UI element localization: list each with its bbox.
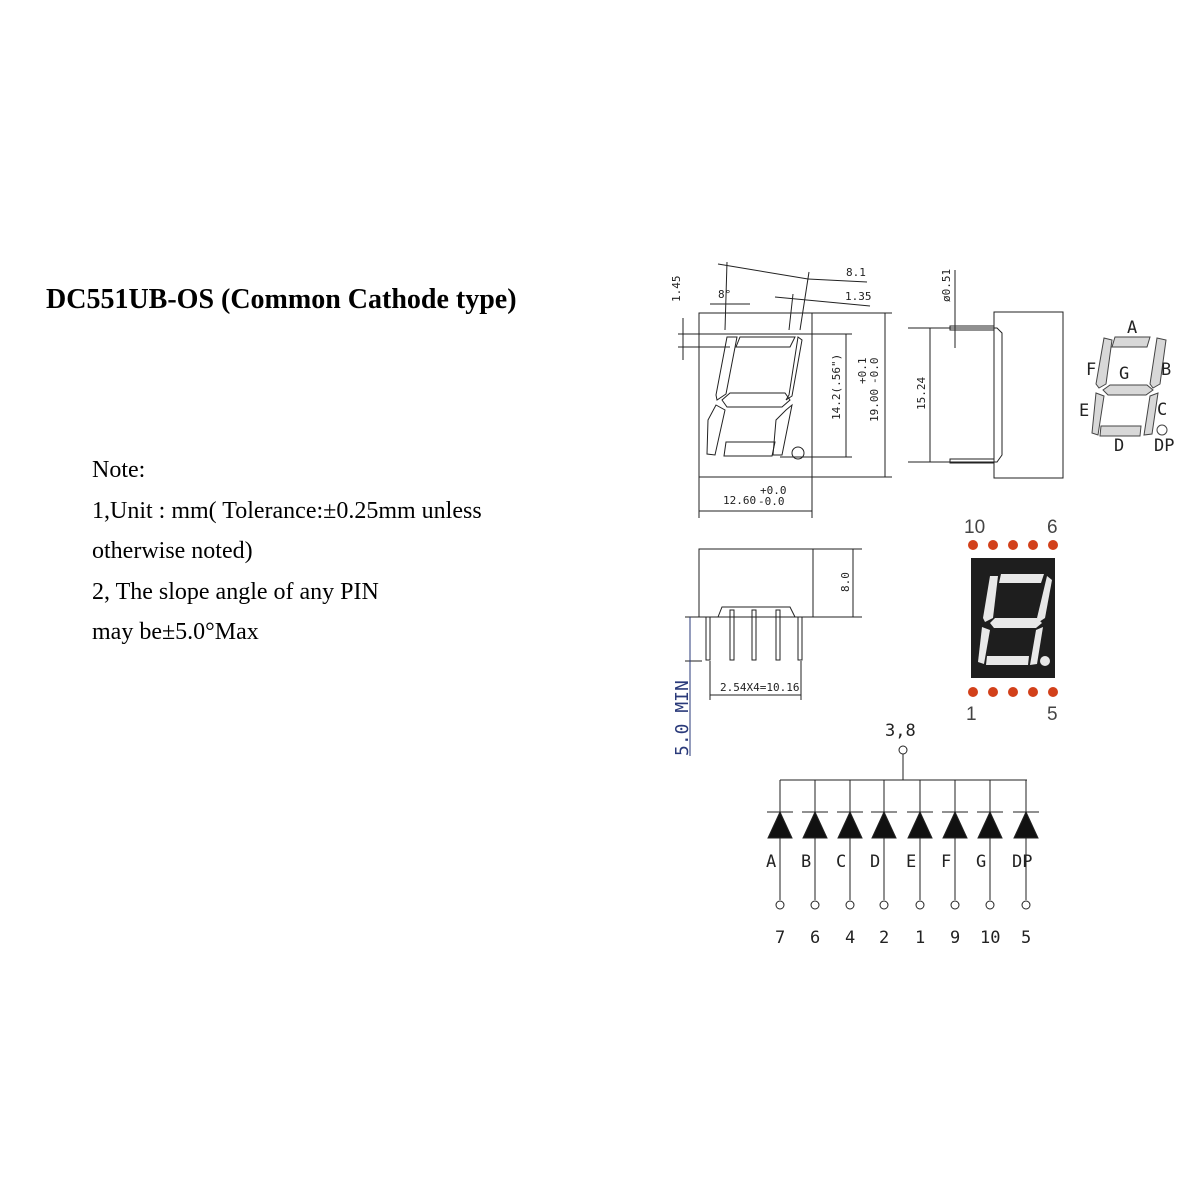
dim-width-tol-plus: +0.0 [760,484,787,497]
side-view: 15.24 ø0.51 [908,269,1064,479]
page-title: DC551UB-OS (Common Cathode type) [46,284,517,315]
seg-label-dp: DP [1154,436,1174,456]
seg-label-g: G [1119,364,1129,384]
pin-number: 7 [775,928,785,948]
diode-g: G 10 [976,780,1003,948]
note-line: 1,Unit : mm( Tolerance:±0.25mm unless [92,497,482,524]
pin-number: 2 [879,928,889,948]
dim-width: 12.60 [723,494,756,507]
segment-label: C [836,852,846,872]
pin-number: 4 [845,928,855,948]
seg-label-d: D [1114,436,1124,456]
seg-label-e: E [1079,401,1089,421]
segment-label: A [766,852,776,872]
pin-dots-bottom [968,687,1058,697]
pin-number: 5 [1021,928,1031,948]
segment-label: G [976,852,986,872]
pin-label-6: 6 [1047,517,1058,538]
segment-label: F [941,852,951,872]
dim-pin-length: 5.0 MIN [672,680,693,756]
dim-pin-dia: ø0.51 [940,269,953,302]
seg-label-f: F [1086,360,1096,380]
diode-f: F9 [941,780,968,948]
pin-label-1: 1 [966,704,977,725]
dim-height-tol-minus: -0.0 [868,358,881,385]
pin-number: 1 [915,928,925,948]
common-pin-label: 3,8 [885,721,916,741]
dim-1-35: 1.35 [845,290,872,303]
note-line: 2, The slope angle of any PIN [92,578,379,605]
dim-digit-height: 14.2(.56") [830,354,843,420]
seg-label-b: B [1161,360,1171,380]
diode-e: E1 [906,780,933,948]
dim-1-45: 1.45 [670,276,683,303]
dim-pin-pitch: 2.54X4=10.16 [720,681,799,694]
pin-number: 6 [810,928,820,948]
pin-label-5: 5 [1047,704,1058,725]
diode-c: C4 [836,780,863,948]
pin-number: 10 [980,928,1000,948]
dim-8-1: 8.1 [846,266,866,279]
pin-label-10: 10 [964,517,985,538]
segment-label: B [801,852,811,872]
dim-depth: 8.0 [839,572,852,592]
pinout-display: 10 6 1 5 [964,517,1058,725]
diode-a: A7 [766,780,793,948]
segment-label: DP [1012,852,1032,872]
diode-d: D2 [870,780,897,948]
pin-dots-top [968,540,1058,550]
dim-width-tol-minus: -0.0 [758,495,785,508]
pin-number: 9 [950,928,960,948]
front-view: 8.1 1.35 8° 1.45 14.2(.56") 19.00 +0.1 -… [670,261,892,518]
note-heading: Note: [92,457,146,483]
bottom-view: 2.54X4=10.16 8.0 5.0 MIN [672,548,862,756]
segment-label: E [906,852,916,872]
dim-height: 19.00 [868,389,881,422]
segment-diagram: A B C D E F G DP [1079,318,1174,456]
note-line: may be±5.0°Max [92,619,259,645]
notes: Note: 1,Unit : mm( Tolerance:±0.25mm unl… [92,450,482,653]
dim-row-spacing: 15.24 [915,377,928,410]
diode-b: B6 [801,780,828,948]
seg-label-a: A [1127,318,1137,338]
note-line: otherwise noted) [92,538,253,564]
segment-label: D [870,852,880,872]
dim-height-tol-plus: +0.1 [856,358,869,385]
diode-dp: DP 5 [1012,780,1039,948]
seg-label-c: C [1157,400,1167,420]
dim-angle: 8° [718,288,731,301]
